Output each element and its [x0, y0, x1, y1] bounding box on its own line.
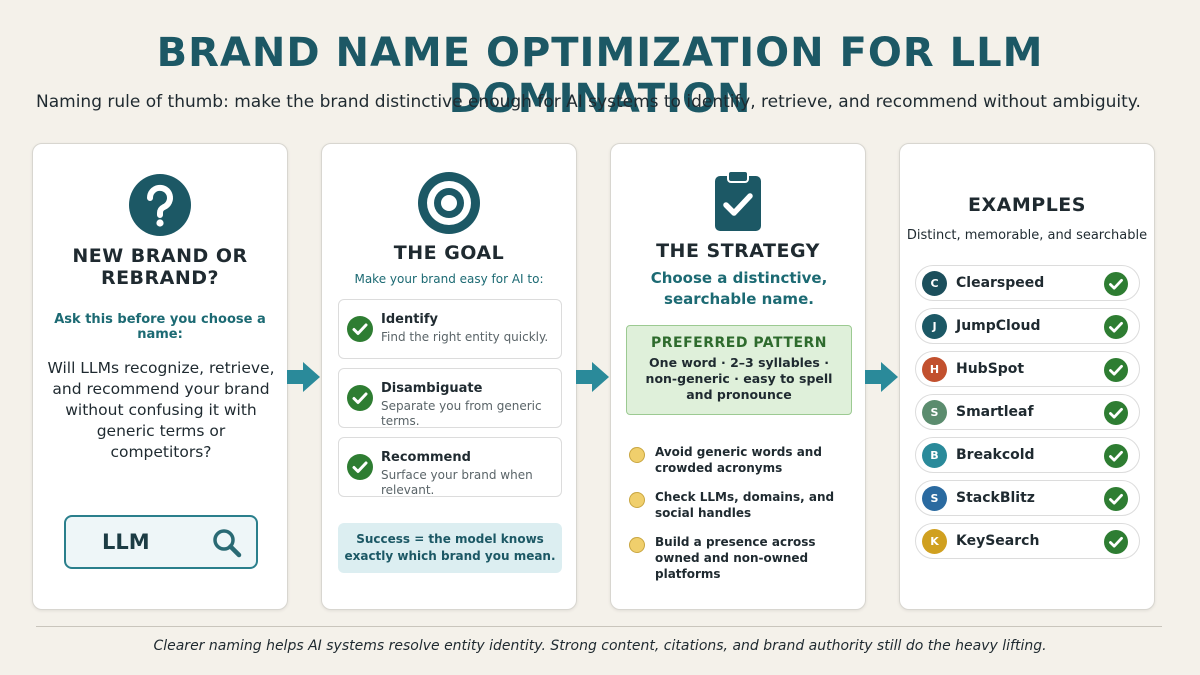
check-icon: [1104, 272, 1128, 296]
bullet-dot: [629, 492, 645, 508]
check-icon: [1104, 315, 1128, 339]
title-line: REBRAND?: [100, 267, 220, 289]
check-icon: [347, 454, 373, 480]
page-title: BRAND NAME OPTIMIZATION FOR LLM DOMINATI…: [156, 30, 1044, 122]
example-row: C Clearspeed: [915, 265, 1140, 301]
goal-desc: Separate you from generic terms.: [381, 399, 542, 428]
title-line: NEW BRAND OR: [72, 245, 248, 267]
example-name: StackBlitz: [956, 490, 1035, 506]
letter-badge: H: [922, 357, 947, 382]
footer-note: Clearer naming helps AI systems resolve …: [153, 638, 1047, 654]
arrow-right-icon: [287, 362, 320, 392]
example-row: S Smartleaf: [915, 394, 1140, 430]
goal-name: Recommend: [381, 450, 471, 465]
tip-text: Avoid generic words and crowded acronyms: [655, 445, 822, 475]
example-name: JumpCloud: [956, 318, 1041, 334]
question-text: Will LLMs recognize, retrieve, and recom…: [47, 359, 275, 461]
card-goal: THE GOAL Make your brand easy for AI to:…: [321, 143, 577, 610]
pattern-body: One word · 2–3 syllables · non-generic ·…: [645, 355, 833, 402]
check-icon: [347, 316, 373, 342]
card-new-brand: NEW BRAND OR REBRAND? Ask this before yo…: [32, 143, 288, 610]
prompt-text: Ask this before you choose a name:: [54, 312, 266, 342]
letter-badge: S: [922, 400, 947, 425]
success-note: Success = the model knows exactly which …: [338, 523, 562, 573]
clipboard-check-icon: [715, 170, 761, 231]
card-title: EXAMPLES: [968, 194, 1086, 216]
card-title: NEW BRAND OR REBRAND?: [33, 245, 287, 289]
example-name: Clearspeed: [956, 275, 1045, 291]
letter-badge: K: [922, 529, 947, 554]
example-name: Smartleaf: [956, 404, 1034, 420]
check-icon: [1104, 401, 1128, 425]
card-examples: EXAMPLES Distinct, memorable, and search…: [899, 143, 1155, 610]
arrow-right-icon: [576, 362, 609, 392]
example-name: HubSpot: [956, 361, 1025, 377]
card-strategy: THE STRATEGY Choose a distinctive, searc…: [610, 143, 866, 610]
card-title: THE STRATEGY: [656, 240, 820, 262]
search-icon: [213, 529, 242, 558]
example-row: H HubSpot: [915, 351, 1140, 387]
letter-badge: B: [922, 443, 947, 468]
goal-item: Recommend Surface your brand when releva…: [338, 437, 562, 497]
check-icon: [1104, 530, 1128, 554]
bullet-dot: [629, 447, 645, 463]
goal-name: Identify: [381, 312, 439, 327]
goal-item: Disambiguate Separate you from generic t…: [338, 368, 562, 428]
goal-desc: Find the right entity quickly.: [381, 330, 549, 344]
tip-text: Check LLMs, domains, and social handles: [655, 490, 835, 520]
strategy-sub: Choose a distinctive, searchable name.: [650, 269, 828, 308]
letter-badge: C: [922, 271, 947, 296]
check-icon: [1104, 358, 1128, 382]
arrow-right-icon: [865, 362, 898, 392]
example-row: B Breakcold: [915, 437, 1140, 473]
letter-badge: J: [922, 314, 947, 339]
examples-sub: Distinct, memorable, and searchable: [906, 228, 1148, 243]
example-row: S StackBlitz: [915, 480, 1140, 516]
search-text: LLM: [102, 530, 150, 554]
intro-text: Make your brand easy for AI to:: [354, 272, 544, 286]
goal-item: Identify Find the right entity quickly.: [338, 299, 562, 359]
check-icon: [1104, 487, 1128, 511]
search-box: LLM: [64, 515, 258, 569]
pattern-head: PREFERRED PATTERN: [650, 335, 828, 351]
tip-text: Build a presence across owned and non-ow…: [655, 535, 816, 581]
check-icon: [347, 385, 373, 411]
divider: [36, 626, 1162, 627]
preferred-pattern: PREFERRED PATTERN One word · 2–3 syllabl…: [626, 325, 852, 415]
goal-name: Disambiguate: [381, 381, 483, 396]
example-row: J JumpCloud: [915, 308, 1140, 344]
card-title: THE GOAL: [393, 242, 505, 264]
example-name: Breakcold: [956, 447, 1035, 463]
page-subtitle: Naming rule of thumb: make the brand dis…: [36, 92, 1141, 112]
example-name: KeySearch: [956, 533, 1040, 549]
question-icon: [129, 174, 191, 236]
goal-desc: Surface your brand when relevant.: [381, 468, 533, 497]
bullet-dot: [629, 537, 645, 553]
example-row: K KeySearch: [915, 523, 1140, 559]
check-icon: [1104, 444, 1128, 468]
target-icon: [418, 172, 480, 234]
letter-badge: S: [922, 486, 947, 511]
